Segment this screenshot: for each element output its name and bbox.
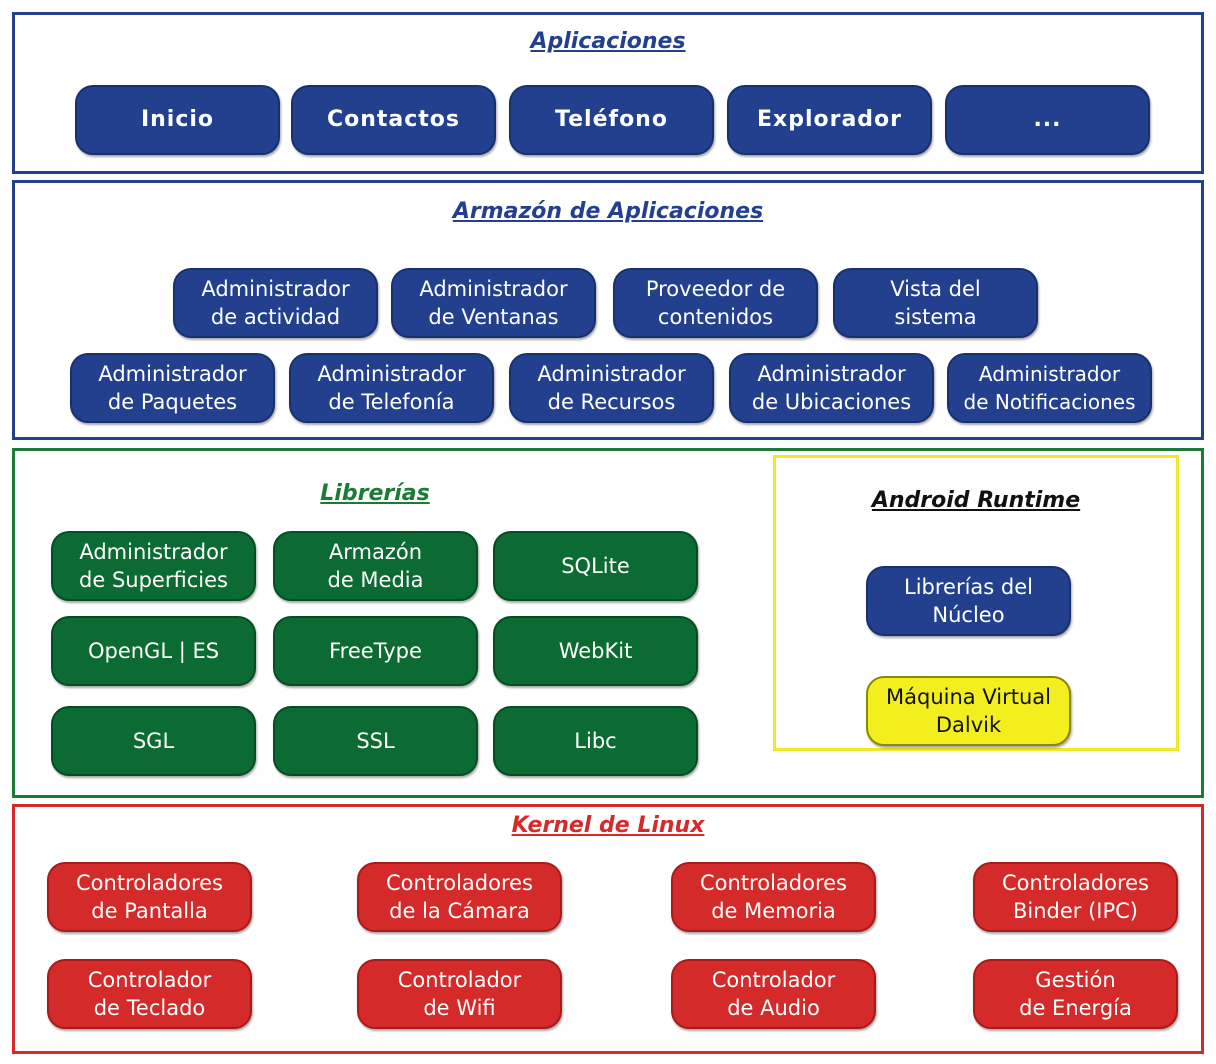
framework-box-vista[interactable]: Vista del sistema: [833, 268, 1038, 338]
framework-box-recursos[interactable]: Administrador de Recursos: [509, 353, 714, 423]
framework-box-proveedor[interactable]: Proveedor de contenidos: [613, 268, 818, 338]
framework-box-telefonia[interactable]: Administrador de Telefonía: [289, 353, 494, 423]
layer-android-runtime: Android Runtime Librerías del Núcleo Máq…: [773, 455, 1179, 751]
layer-librerias: Librerías Administrador de Superficies A…: [12, 448, 1204, 798]
app-box-more[interactable]: ...: [945, 85, 1150, 155]
kernel-box-binder[interactable]: Controladores Binder (IPC): [973, 862, 1178, 932]
kernel-box-wifi[interactable]: Controlador de Wifi: [357, 959, 562, 1029]
layer-title-kernel: Kernel de Linux: [511, 813, 705, 838]
lib-box-ssl[interactable]: SSL: [273, 706, 478, 776]
layer-title-librerias: Librerías: [320, 481, 430, 506]
kernel-box-camara[interactable]: Controladores de la Cámara: [357, 862, 562, 932]
lib-box-superficies[interactable]: Administrador de Superficies: [51, 531, 256, 601]
kernel-box-energia[interactable]: Gestión de Energía: [973, 959, 1178, 1029]
framework-box-ventanas[interactable]: Administrador de Ventanas: [391, 268, 596, 338]
lib-box-freetype[interactable]: FreeType: [273, 616, 478, 686]
lib-box-sgl[interactable]: SGL: [51, 706, 256, 776]
layer-title-android-runtime: Android Runtime: [871, 488, 1081, 513]
runtime-box-dalvik-vm[interactable]: Máquina Virtual Dalvik: [866, 676, 1071, 746]
framework-box-ubicaciones[interactable]: Administrador de Ubicaciones: [729, 353, 934, 423]
kernel-box-pantalla[interactable]: Controladores de Pantalla: [47, 862, 252, 932]
app-box-contactos[interactable]: Contactos: [291, 85, 496, 155]
lib-box-sqlite[interactable]: SQLite: [493, 531, 698, 601]
layer-aplicaciones: Aplicaciones Inicio Contactos Teléfono E…: [12, 12, 1204, 174]
framework-box-notificaciones[interactable]: Administrador de Notificaciones: [947, 353, 1152, 423]
kernel-box-teclado[interactable]: Controlador de Teclado: [47, 959, 252, 1029]
lib-box-webkit[interactable]: WebKit: [493, 616, 698, 686]
lib-box-media[interactable]: Armazón de Media: [273, 531, 478, 601]
app-box-explorador[interactable]: Explorador: [727, 85, 932, 155]
layer-armazon: Armazón de Aplicaciones Administrador de…: [12, 180, 1204, 440]
kernel-box-memoria[interactable]: Controladores de Memoria: [671, 862, 876, 932]
layer-kernel: Kernel de Linux Controladores de Pantall…: [12, 804, 1204, 1054]
app-box-telefono[interactable]: Teléfono: [509, 85, 714, 155]
framework-box-actividad[interactable]: Administrador de actividad: [173, 268, 378, 338]
lib-box-libc[interactable]: Libc: [493, 706, 698, 776]
app-box-inicio[interactable]: Inicio: [75, 85, 280, 155]
lib-box-opengl[interactable]: OpenGL | ES: [51, 616, 256, 686]
framework-box-paquetes[interactable]: Administrador de Paquetes: [70, 353, 275, 423]
layer-title-aplicaciones: Aplicaciones: [530, 29, 686, 54]
runtime-box-core-libraries[interactable]: Librerías del Núcleo: [866, 566, 1071, 636]
layer-title-armazon: Armazón de Aplicaciones: [452, 199, 764, 224]
kernel-box-audio[interactable]: Controlador de Audio: [671, 959, 876, 1029]
